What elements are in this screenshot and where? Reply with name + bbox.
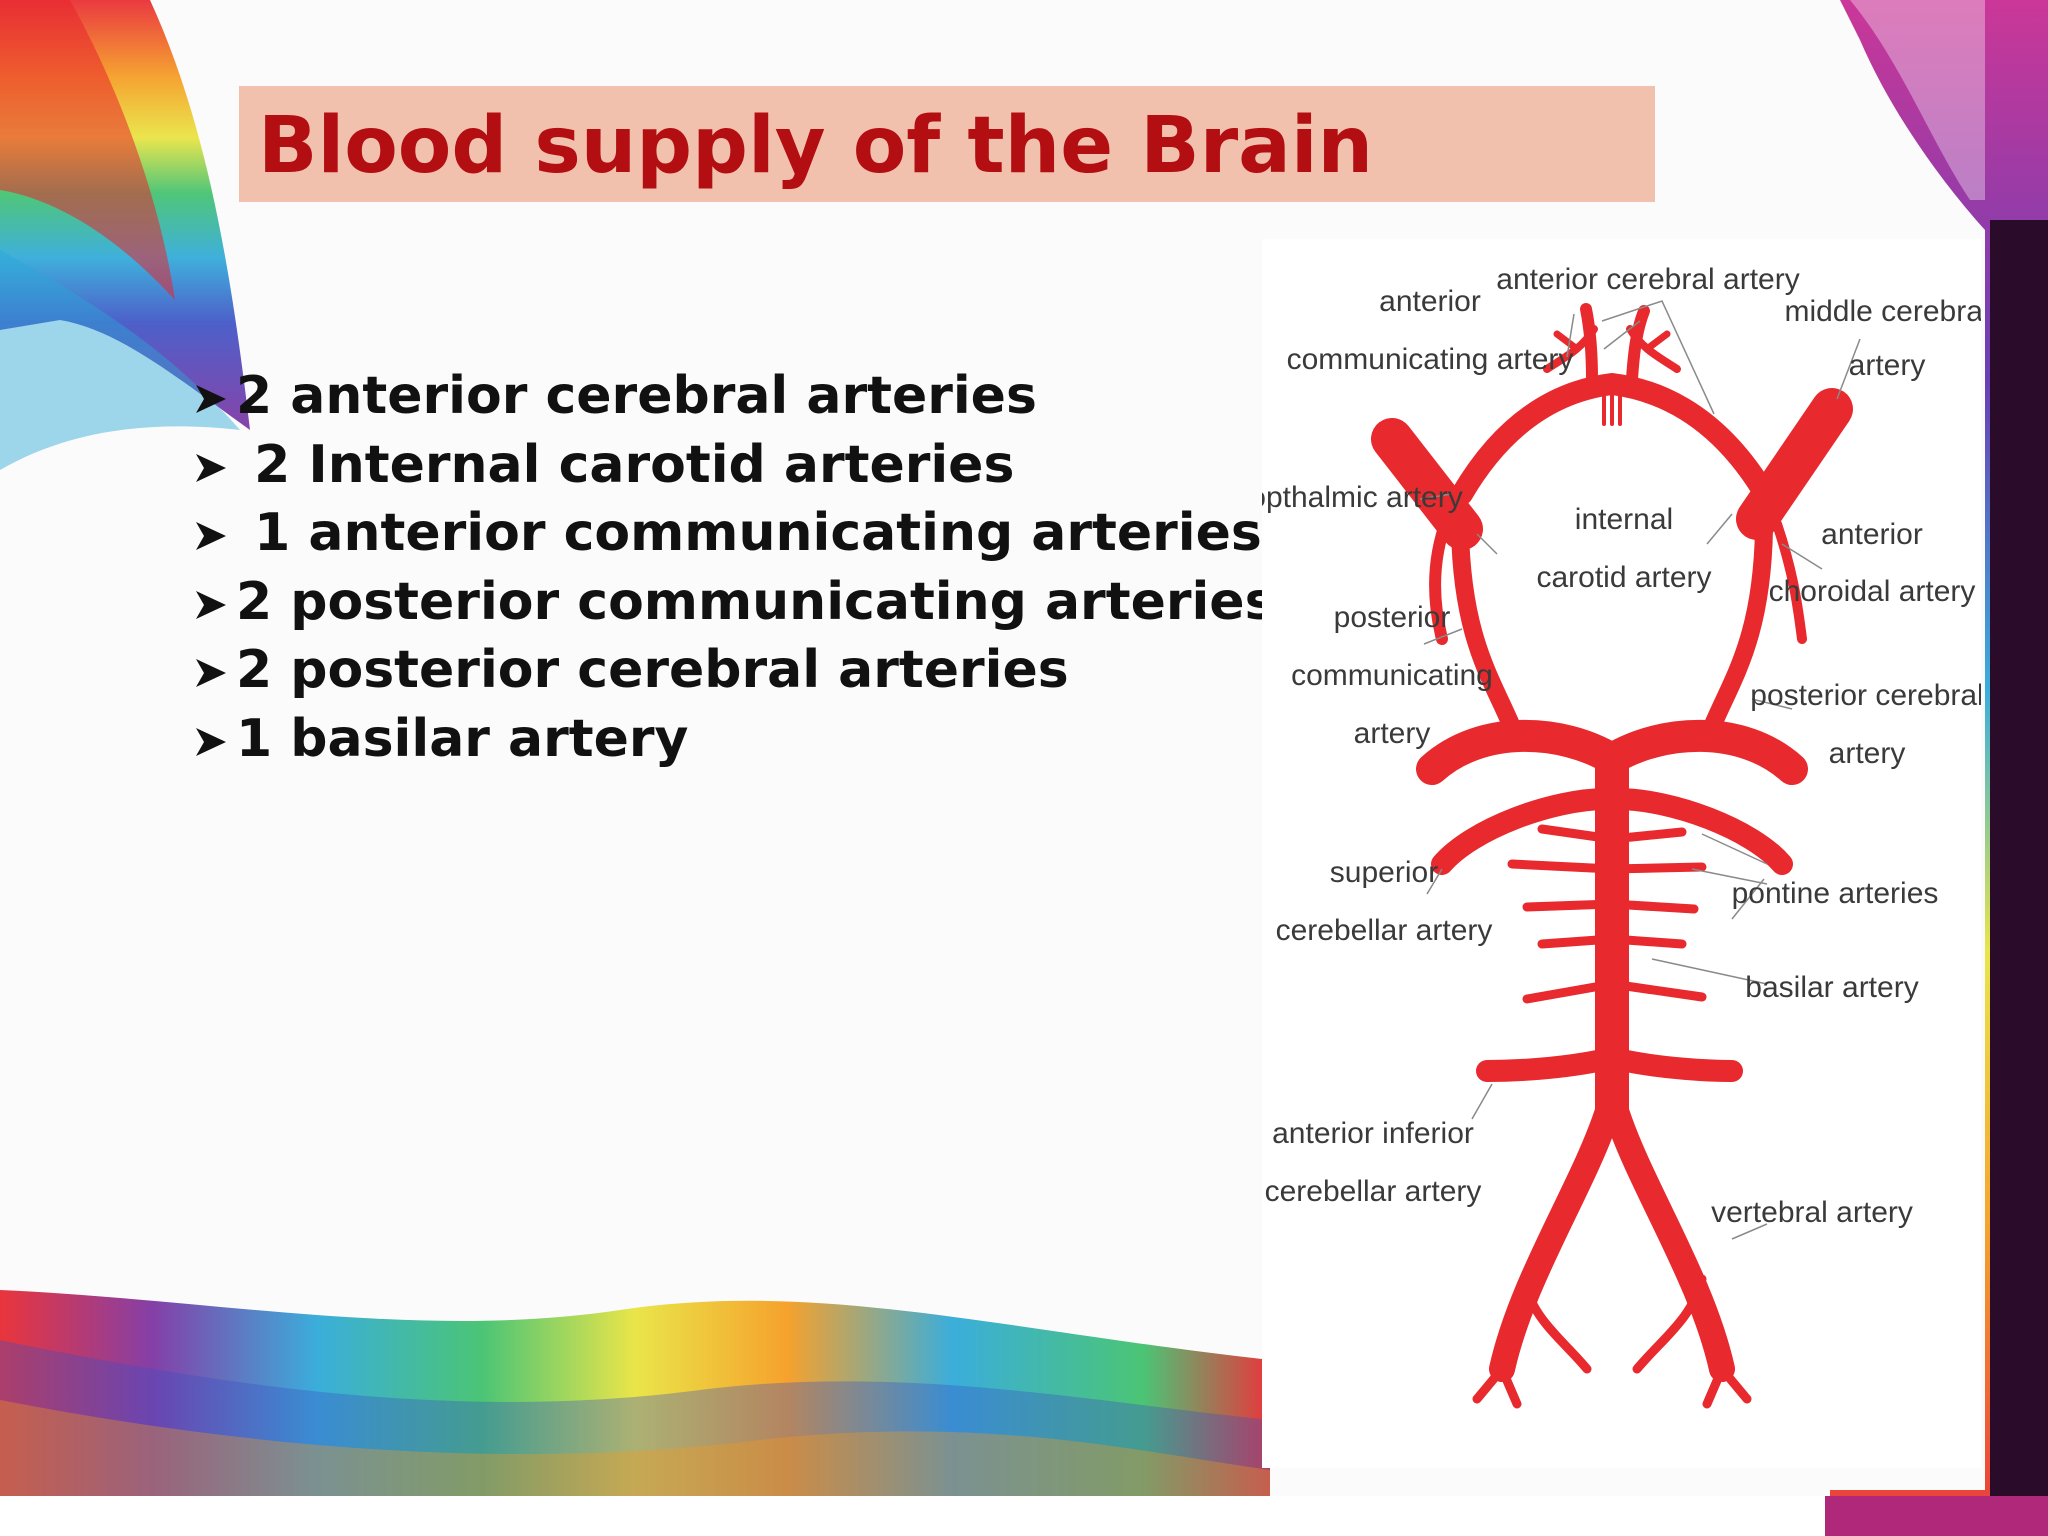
label-anterior-cerebral-artery: anterior cerebral artery (1496, 263, 1799, 296)
label-anterior-communicating-1: anterior (1379, 285, 1481, 318)
left-vertebral-shape (1489, 1101, 1620, 1382)
aica-shape (1476, 1048, 1618, 1082)
pca-shape-left (1416, 719, 1628, 785)
label-middle-cerebral-2: artery (1849, 349, 1926, 382)
label-anterior-communicating-2: communicating artery (1287, 343, 1574, 376)
label-posterior-communicating-2: communicating (1291, 659, 1493, 692)
label-opthalmic-artery: opthalmic artery (1262, 481, 1463, 514)
label-anterior-choroidal-1: anterior (1821, 518, 1923, 551)
bullet-item: 2 Internal carotid arteries (192, 431, 1276, 500)
bullet-text: 2 Internal carotid arteries (236, 434, 1015, 495)
label-anterior-inferior-2: cerebellar artery (1265, 1175, 1482, 1208)
label-internal-carotid-1: internal (1575, 503, 1673, 536)
arrowhead-bullet-icon (196, 659, 226, 688)
ica-shape-right (1736, 388, 1853, 540)
bullet-text: 2 anterior cerebral arteries (236, 366, 1037, 426)
label-vertebral-artery: vertebral artery (1711, 1196, 1913, 1229)
sca-shape-right (1606, 788, 1793, 875)
sca-shape-left (1431, 788, 1618, 875)
arrowhead-bullet-icon (196, 590, 226, 619)
label-middle-cerebral-1: middle cerebral (1784, 295, 1981, 328)
bullet-text: 1 basilar artery (236, 708, 689, 769)
pcom-shape-right (1703, 520, 1773, 736)
label-basilar-artery: basilar artery (1745, 971, 1918, 1004)
label-posterior-cerebral-2: artery (1829, 737, 1906, 770)
arrowhead-bullet-icon (196, 522, 226, 551)
arrowhead-bullet-icon (196, 385, 226, 413)
artery-diagram-svg: anterior cerebral artery anterior commun… (1262, 263, 1981, 1409)
arrowhead-bullet-icon (196, 727, 226, 756)
bullet-item: 1 basilar artery (192, 705, 1276, 774)
bullet-item: 1 anterior communicating arteries (192, 499, 1276, 568)
pontine-shape-4 (1537, 934, 1687, 949)
label-superior-cerebellar-1: superior (1330, 856, 1438, 889)
ophthalmic-shape (1429, 513, 1453, 645)
circle-of-willis-diagram: anterior cerebral artery anterior commun… (1262, 239, 1981, 1468)
label-posterior-communicating-1: posterior (1334, 601, 1451, 634)
slide-title: Blood supply of the Brain (258, 101, 1374, 191)
pcom-shape-left (1451, 520, 1521, 736)
label-anterior-choroidal-2: choroidal artery (1769, 575, 1976, 608)
title-banner (239, 86, 1655, 202)
label-posterior-cerebral-1: posterior cerebral (1750, 679, 1981, 712)
choroidal-shape (1772, 519, 1807, 644)
bullet-item: 2 posterior communicating arteries (192, 568, 1276, 637)
label-internal-carotid-2: carotid artery (1536, 561, 1711, 594)
pontine-shape-2 (1507, 859, 1707, 874)
diagram-labels: anterior cerebral artery anterior commun… (1262, 263, 1981, 1229)
bullet-item: 2 anterior cerebral arteries (192, 362, 1276, 431)
label-anterior-inferior-1: anterior inferior (1272, 1117, 1474, 1150)
label-superior-cerebellar-2: cerebellar artery (1276, 914, 1493, 947)
aca-arc (1451, 373, 1773, 505)
leader-lines (1419, 300, 1861, 1240)
arrowhead-bullet-icon (196, 453, 226, 482)
bullet-list: 2 anterior cerebral arteries 2 Internal … (192, 362, 1276, 774)
label-posterior-communicating-3: artery (1354, 717, 1431, 750)
bullet-text: 1 anterior communicating arteries (236, 503, 1262, 564)
pca-shape-right (1596, 719, 1808, 785)
pontine-shape-1 (1537, 824, 1687, 844)
bullet-item: 2 posterior cerebral arteries (192, 636, 1276, 705)
label-pontine-arteries: pontine arteries (1732, 877, 1939, 910)
ica-shape-left (1371, 418, 1483, 550)
bullet-text: 2 posterior communicating arteries (236, 571, 1276, 632)
bullet-text: 2 posterior cerebral arteries (236, 640, 1069, 701)
arteries (1371, 303, 1853, 1409)
pontine-shape-3 (1522, 899, 1699, 914)
right-vertebral-shape (1604, 1101, 1735, 1382)
